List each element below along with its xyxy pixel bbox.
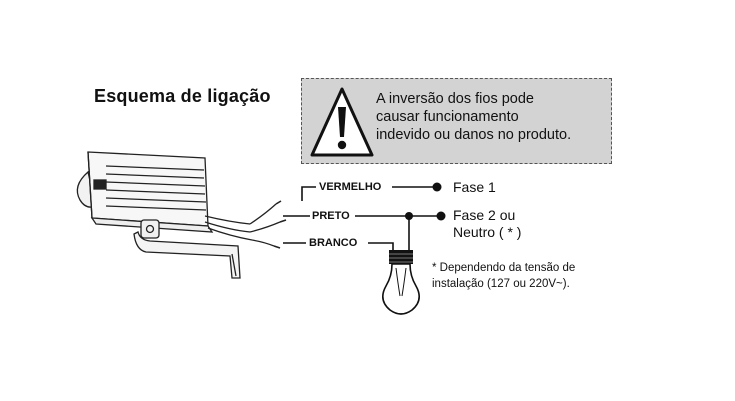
lamp-bulb	[382, 250, 420, 315]
warning-text: A inversão dos fios pode causar funciona…	[376, 90, 571, 144]
phase1-terminal	[432, 182, 442, 192]
terminals	[405, 182, 446, 221]
phase2-label: Fase 2 ou	[453, 207, 516, 223]
cable-bundle	[204, 215, 251, 225]
warning-line-1: A inversão dos fios pode	[376, 91, 534, 107]
voltage-note-line-1: * Dependendo da tensão de	[432, 262, 576, 274]
junction-dot	[405, 212, 413, 220]
red-wire-line	[301, 186, 316, 201]
voltage-note-line-2: instalação (127 ou 220V~).	[432, 278, 570, 290]
sensor-bracket	[133, 231, 241, 279]
phase2-terminal	[436, 211, 446, 221]
sensor-window	[93, 179, 107, 190]
red-wire-label: VERMELHO	[319, 181, 382, 193]
sensor-device	[76, 151, 287, 279]
voltage-note: * Dependendo da tensão de instalação (12…	[432, 260, 575, 292]
wiring-lines	[283, 186, 440, 252]
lamp-glass	[382, 263, 420, 315]
white-wire-to-lamp	[368, 242, 394, 252]
white-wire-label: BRANCO	[309, 237, 358, 249]
phase1-label: Fase 1	[453, 179, 496, 195]
neutral-label: Neutro ( * )	[453, 224, 522, 240]
page-title: Esquema de ligação	[94, 86, 271, 106]
warning-box: A inversão dos fios pode causar funciona…	[301, 78, 612, 164]
black-wire-label: PRETO	[312, 210, 350, 222]
warning-triangle-icon	[310, 87, 374, 157]
sensor-joint	[140, 219, 160, 239]
warning-line-3: indevido ou danos no produto.	[376, 127, 572, 143]
warning-line-2: causar funcionamento	[376, 109, 519, 125]
